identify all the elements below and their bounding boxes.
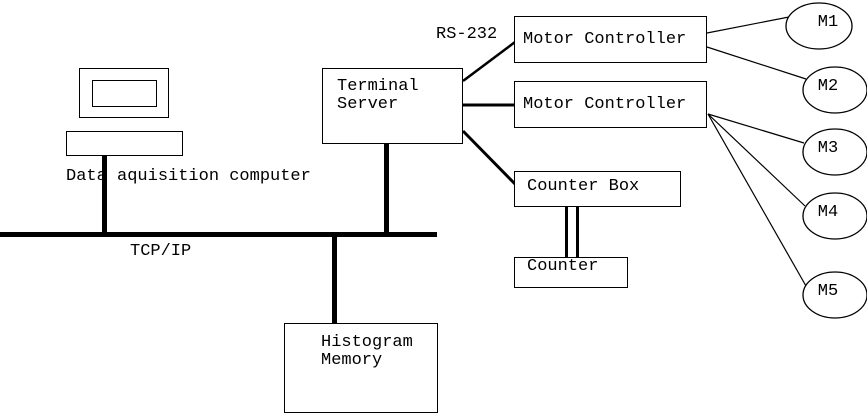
link-motor-controller-2-m3 [707,113,805,144]
rs-232-label: RS-232 [436,25,498,44]
counter-box-box: Counter Box [514,171,681,207]
link-motor-controller-2-m4 [707,113,806,207]
histogram-memory-box: Histogram Memory [284,323,438,413]
motor-controller-2-box: Motor Controller [514,81,707,128]
link-terminal-server-motor-controller-1 [462,41,516,82]
motor-m3-ellipse [802,128,867,176]
tcp-ip-label: TCP/IP [130,242,192,261]
terminal-server-bus-drop-line [384,143,389,232]
motor-controller-1-box: Motor Controller [514,16,707,63]
counter-box-counter-link-line-1 [565,206,568,258]
motor-m5-label: M5 [817,282,839,301]
tcp-ip-bus-line [0,232,437,237]
histogram-memory-bus-drop-line [332,237,337,324]
motor-m5-ellipse [802,271,867,319]
motor-m2-ellipse [802,66,867,114]
motor-m4-label: M4 [817,203,839,222]
computer-bus-drop-line [102,155,107,237]
motor-m4-ellipse [802,192,867,240]
motor-m1-ellipse [785,2,853,50]
motor-m2-label: M2 [817,77,839,96]
counter-box-counter-link-line-2 [576,206,579,258]
monitor-screen-icon [92,80,157,107]
counter-box: Counter [514,257,628,288]
link-motor-controller-1-m1 [706,16,790,34]
link-motor-controller-1-m2 [706,46,807,80]
link-terminal-server-counter-box [461,129,518,187]
keyboard-icon [66,131,183,156]
motor-m3-label: M3 [817,139,839,158]
data-acquisition-computer-label: Data aquisition computer [66,167,311,186]
motor-m1-label: M1 [817,13,839,32]
terminal-server-box: Terminal Server [322,68,463,144]
link-motor-controller-2-m5 [707,113,807,287]
